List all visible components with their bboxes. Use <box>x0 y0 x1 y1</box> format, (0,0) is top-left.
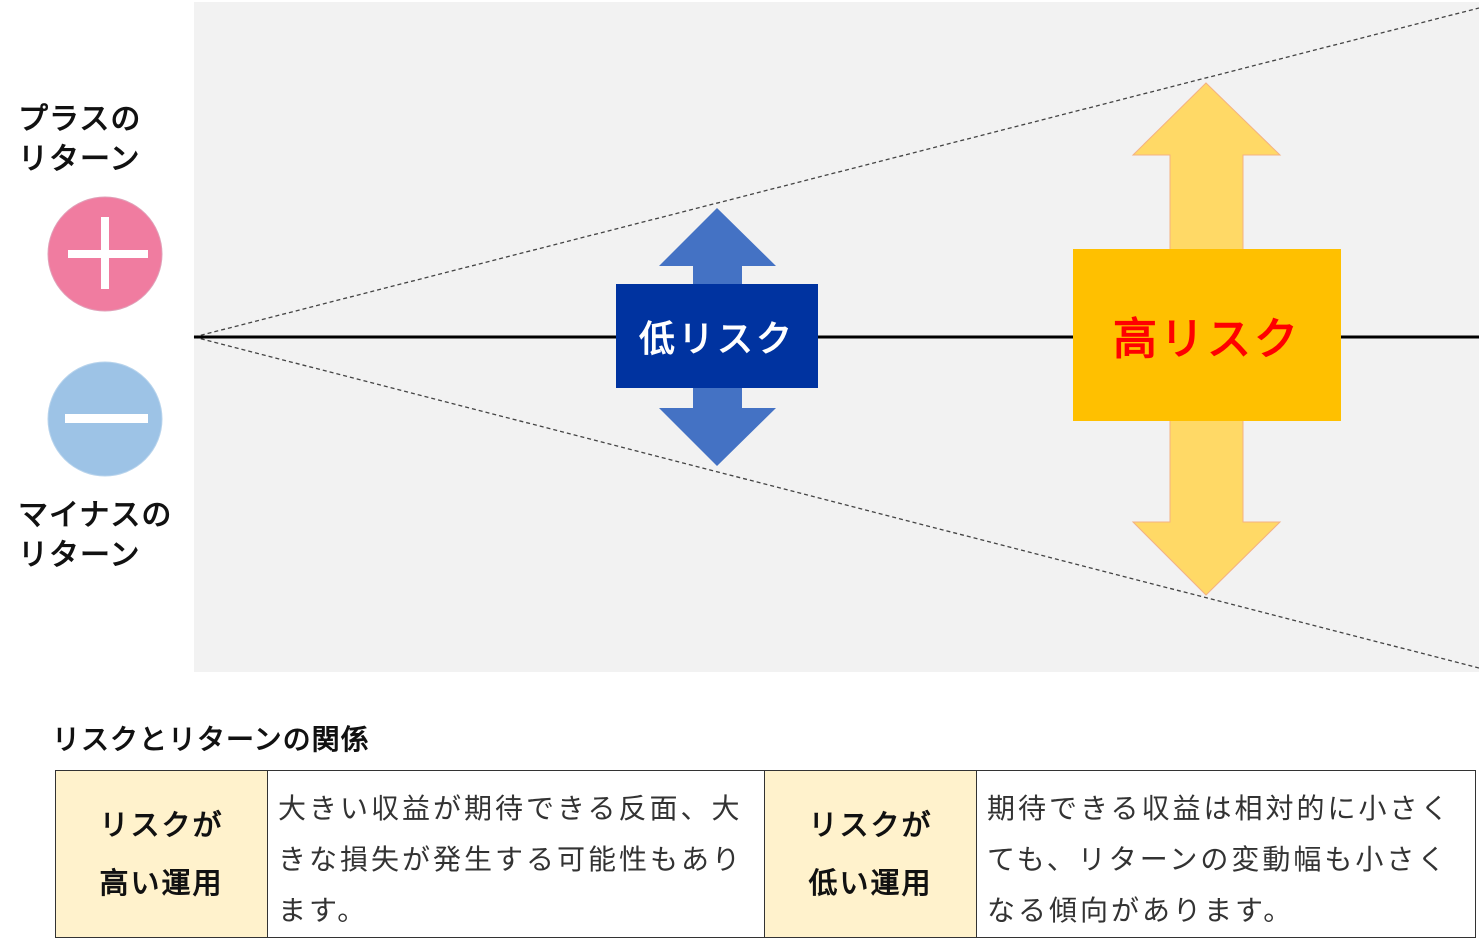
low-risk-box: 低リスク <box>616 284 818 388</box>
minus-return-label: マイナスの リターン <box>18 498 173 573</box>
plus-return-label: プラスの リターン <box>18 102 142 177</box>
high-risk-box: 高リスク <box>1073 249 1341 421</box>
table-row: リスクが 高い運用 大きい収益が期待できる反面、大きな損失が発生する可能性もあり… <box>55 770 1476 938</box>
minus-icon <box>47 361 163 477</box>
plus-icon <box>47 196 163 312</box>
low-risk-heading: リスクが 低い運用 <box>764 770 977 938</box>
high-risk-heading: リスクが 高い運用 <box>55 770 268 938</box>
risk-comparison-table: リスクが 高い運用 大きい収益が期待できる反面、大きな損失が発生する可能性もあり… <box>55 770 1476 938</box>
low-risk-description: 期待できる収益は相対的に小さくても、リターンの変動幅も小さくなる傾向があります。 <box>976 770 1476 938</box>
diagram-caption: リスクとリターンの関係 <box>52 723 370 756</box>
high-risk-description: 大きい収益が期待できる反面、大きな損失が発生する可能性もあります。 <box>267 770 765 938</box>
